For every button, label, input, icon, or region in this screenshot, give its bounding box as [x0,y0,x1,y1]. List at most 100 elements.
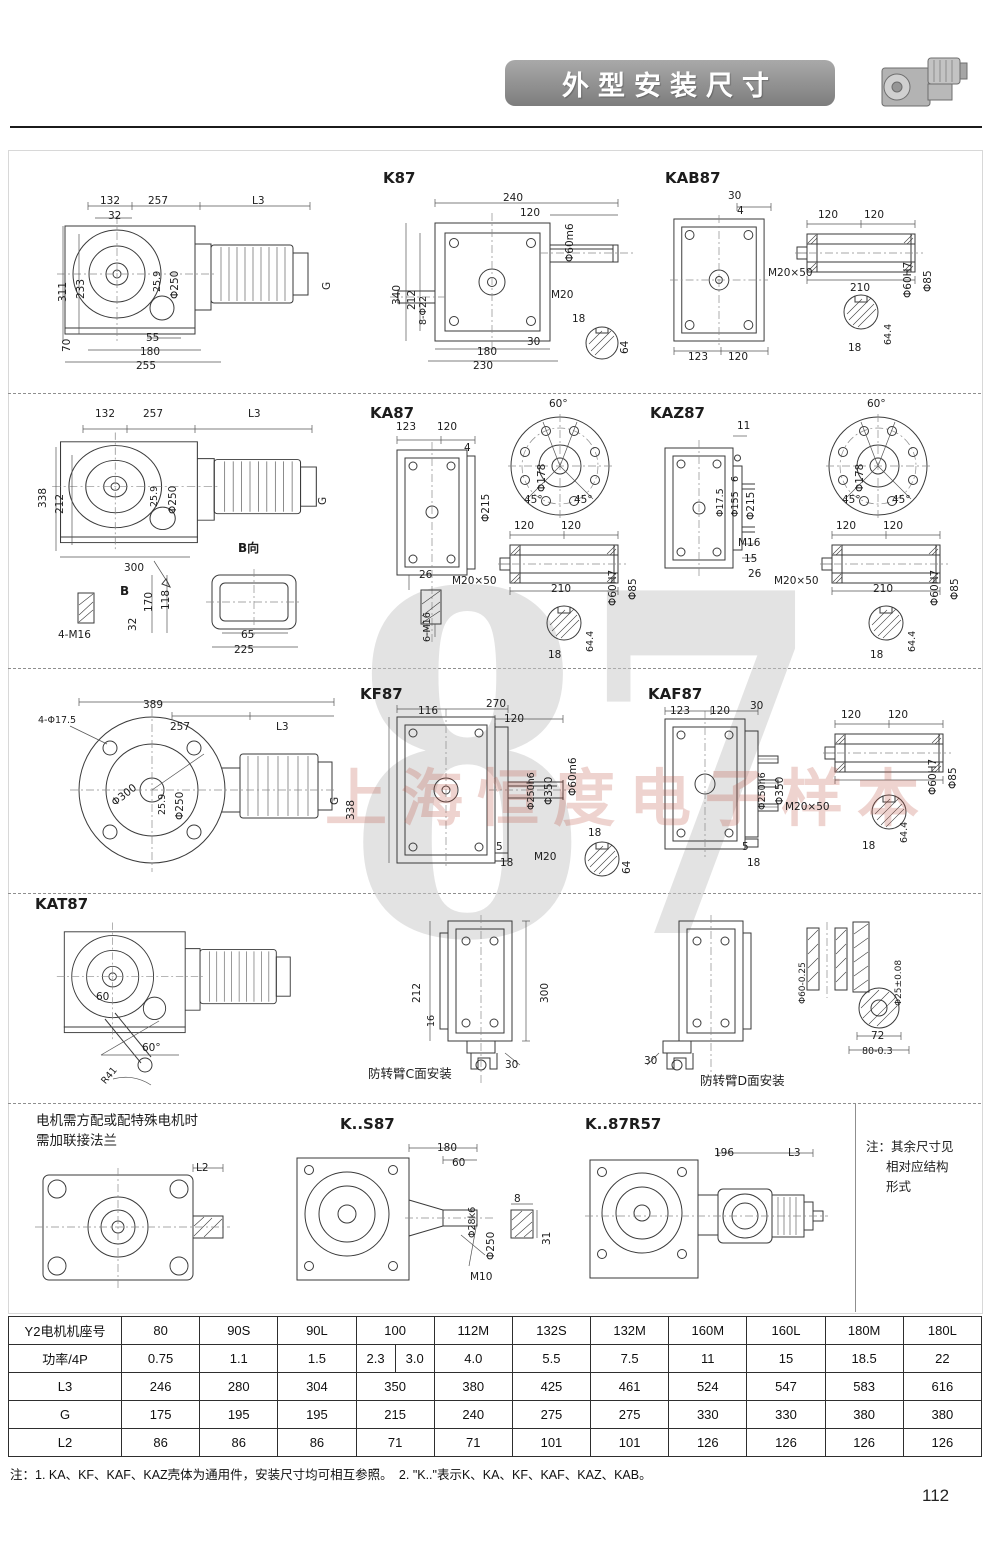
table-cell: 380 [433,1372,513,1401]
table-cell: 195 [277,1400,357,1429]
table-cell: 280 [199,1372,279,1401]
kaf87-front-view-drawing [664,707,779,857]
table-cell: 90S [199,1316,279,1345]
ka87-side-view-drawing [51,425,317,648]
watermark-text: 上海恒度电子样本 [325,765,934,834]
table-cell: 4.0 [433,1344,513,1373]
table-cell: 132S [511,1316,592,1345]
table-cell: 330 [668,1400,748,1429]
key-cross-section-drawing [510,1203,538,1239]
table-cell: 330 [746,1400,826,1429]
k87r57-drawing [585,1149,828,1279]
table-cell: 180L [902,1316,983,1345]
page-number: 112 [922,1486,950,1505]
note-box-divider [855,1104,856,1312]
table-cell: 15 [746,1344,826,1373]
table-cell: 583 [824,1372,904,1401]
table-cell: 86 [277,1428,357,1457]
ks87-drawing [296,1144,495,1281]
table-cell: 80 [120,1316,201,1345]
page-header-band: 外型安装尺寸 [505,60,835,106]
table-cell: 100 [355,1316,435,1345]
table-cell: 246 [120,1372,201,1401]
k87-side-view-drawing [56,202,311,363]
table-cell: 524 [668,1372,748,1401]
table-row-label: Y2电机机座号 [8,1316,122,1345]
table-cell: 195 [199,1400,279,1429]
ka87-flange-face-drawing [507,413,613,519]
table-cell: 215 [355,1400,435,1429]
kab87-hollow-shaft-drawing [795,219,924,330]
section-divider-1 [8,393,981,394]
table-cell: 5.5 [511,1344,592,1373]
table-cell: 160L [746,1316,826,1345]
table-cell: 22 [902,1344,983,1373]
table-row-label: L3 [8,1372,122,1401]
table-cell: 18.5 [824,1344,904,1373]
ka87-front-view-drawing [396,436,476,642]
table-cell: 90L [277,1316,357,1345]
table-cell: 350 [355,1372,435,1401]
section-divider-2 [8,668,981,669]
table-cell: 1.5 [277,1344,357,1373]
kaz87-hollow-shaft-drawing [820,530,949,641]
footnote: 注：1. KA、KF、KAF、KAZ壳体为通用件，安装尺寸均可相互参照。 2. … [10,1468,652,1482]
table-cell: 240 [433,1400,513,1429]
table-cell-sub: 2.3 [366,1351,385,1366]
table-cell: 304 [277,1372,357,1401]
table-row-label: 功率/4P [8,1344,122,1373]
page-title: 外型安装尺寸 [562,70,778,101]
table-cell: 101 [511,1428,592,1457]
table-cell: 616 [902,1372,983,1401]
kat87-side-view-drawing [56,922,291,1086]
table-cell: 0.75 [120,1344,201,1373]
ka87-hollow-shaft-drawing [498,530,627,641]
table-cell: 275 [590,1400,670,1429]
table-cell: 71 [355,1428,435,1457]
kaz87-front-view-drawing [664,435,755,578]
table-cell: 126 [824,1428,904,1457]
kf87-side-view-drawing [69,698,336,872]
table-cell: 86 [120,1428,201,1457]
table-cell: 126 [668,1428,748,1457]
table-cell: 7.5 [590,1344,670,1373]
table-cell: 547 [746,1372,826,1401]
header-rule [10,126,982,128]
table-cell: 461 [590,1372,670,1401]
table-cell: 180M [824,1316,904,1345]
table-cell: 71 [433,1428,513,1457]
table-cell: 175 [120,1400,201,1429]
table-cell: 425 [511,1372,592,1401]
section-divider-3 [8,893,981,894]
table-cell: 380 [902,1400,983,1429]
table-cell: 132M [590,1316,670,1345]
table-cell: 86 [199,1428,279,1457]
table-cell: 112M [433,1316,513,1345]
table-cell: 2.3 3.0 [355,1344,435,1373]
table-cell-sub: 3.0 [394,1345,434,1372]
table-cell: 126 [902,1428,983,1457]
section-divider-4 [8,1103,981,1104]
table-cell: 126 [746,1428,826,1457]
table-cell: 1.1 [199,1344,279,1373]
table-cell: 11 [668,1344,748,1373]
table-cell: 160M [668,1316,748,1345]
table-row-label: L2 [8,1428,122,1457]
kab87-rear-view-drawing [670,203,772,355]
table-cell: 101 [590,1428,670,1457]
watermark-87: 87 [345,492,824,1044]
table-row-label: G [8,1400,122,1429]
table-cell: 380 [824,1400,904,1429]
kf87-front-view-drawing [388,705,570,869]
kf87-key-shaft-section-drawing [584,841,620,877]
kat87-bushing-detail-drawing [806,921,910,1054]
gearbox-product-icon [881,57,968,107]
